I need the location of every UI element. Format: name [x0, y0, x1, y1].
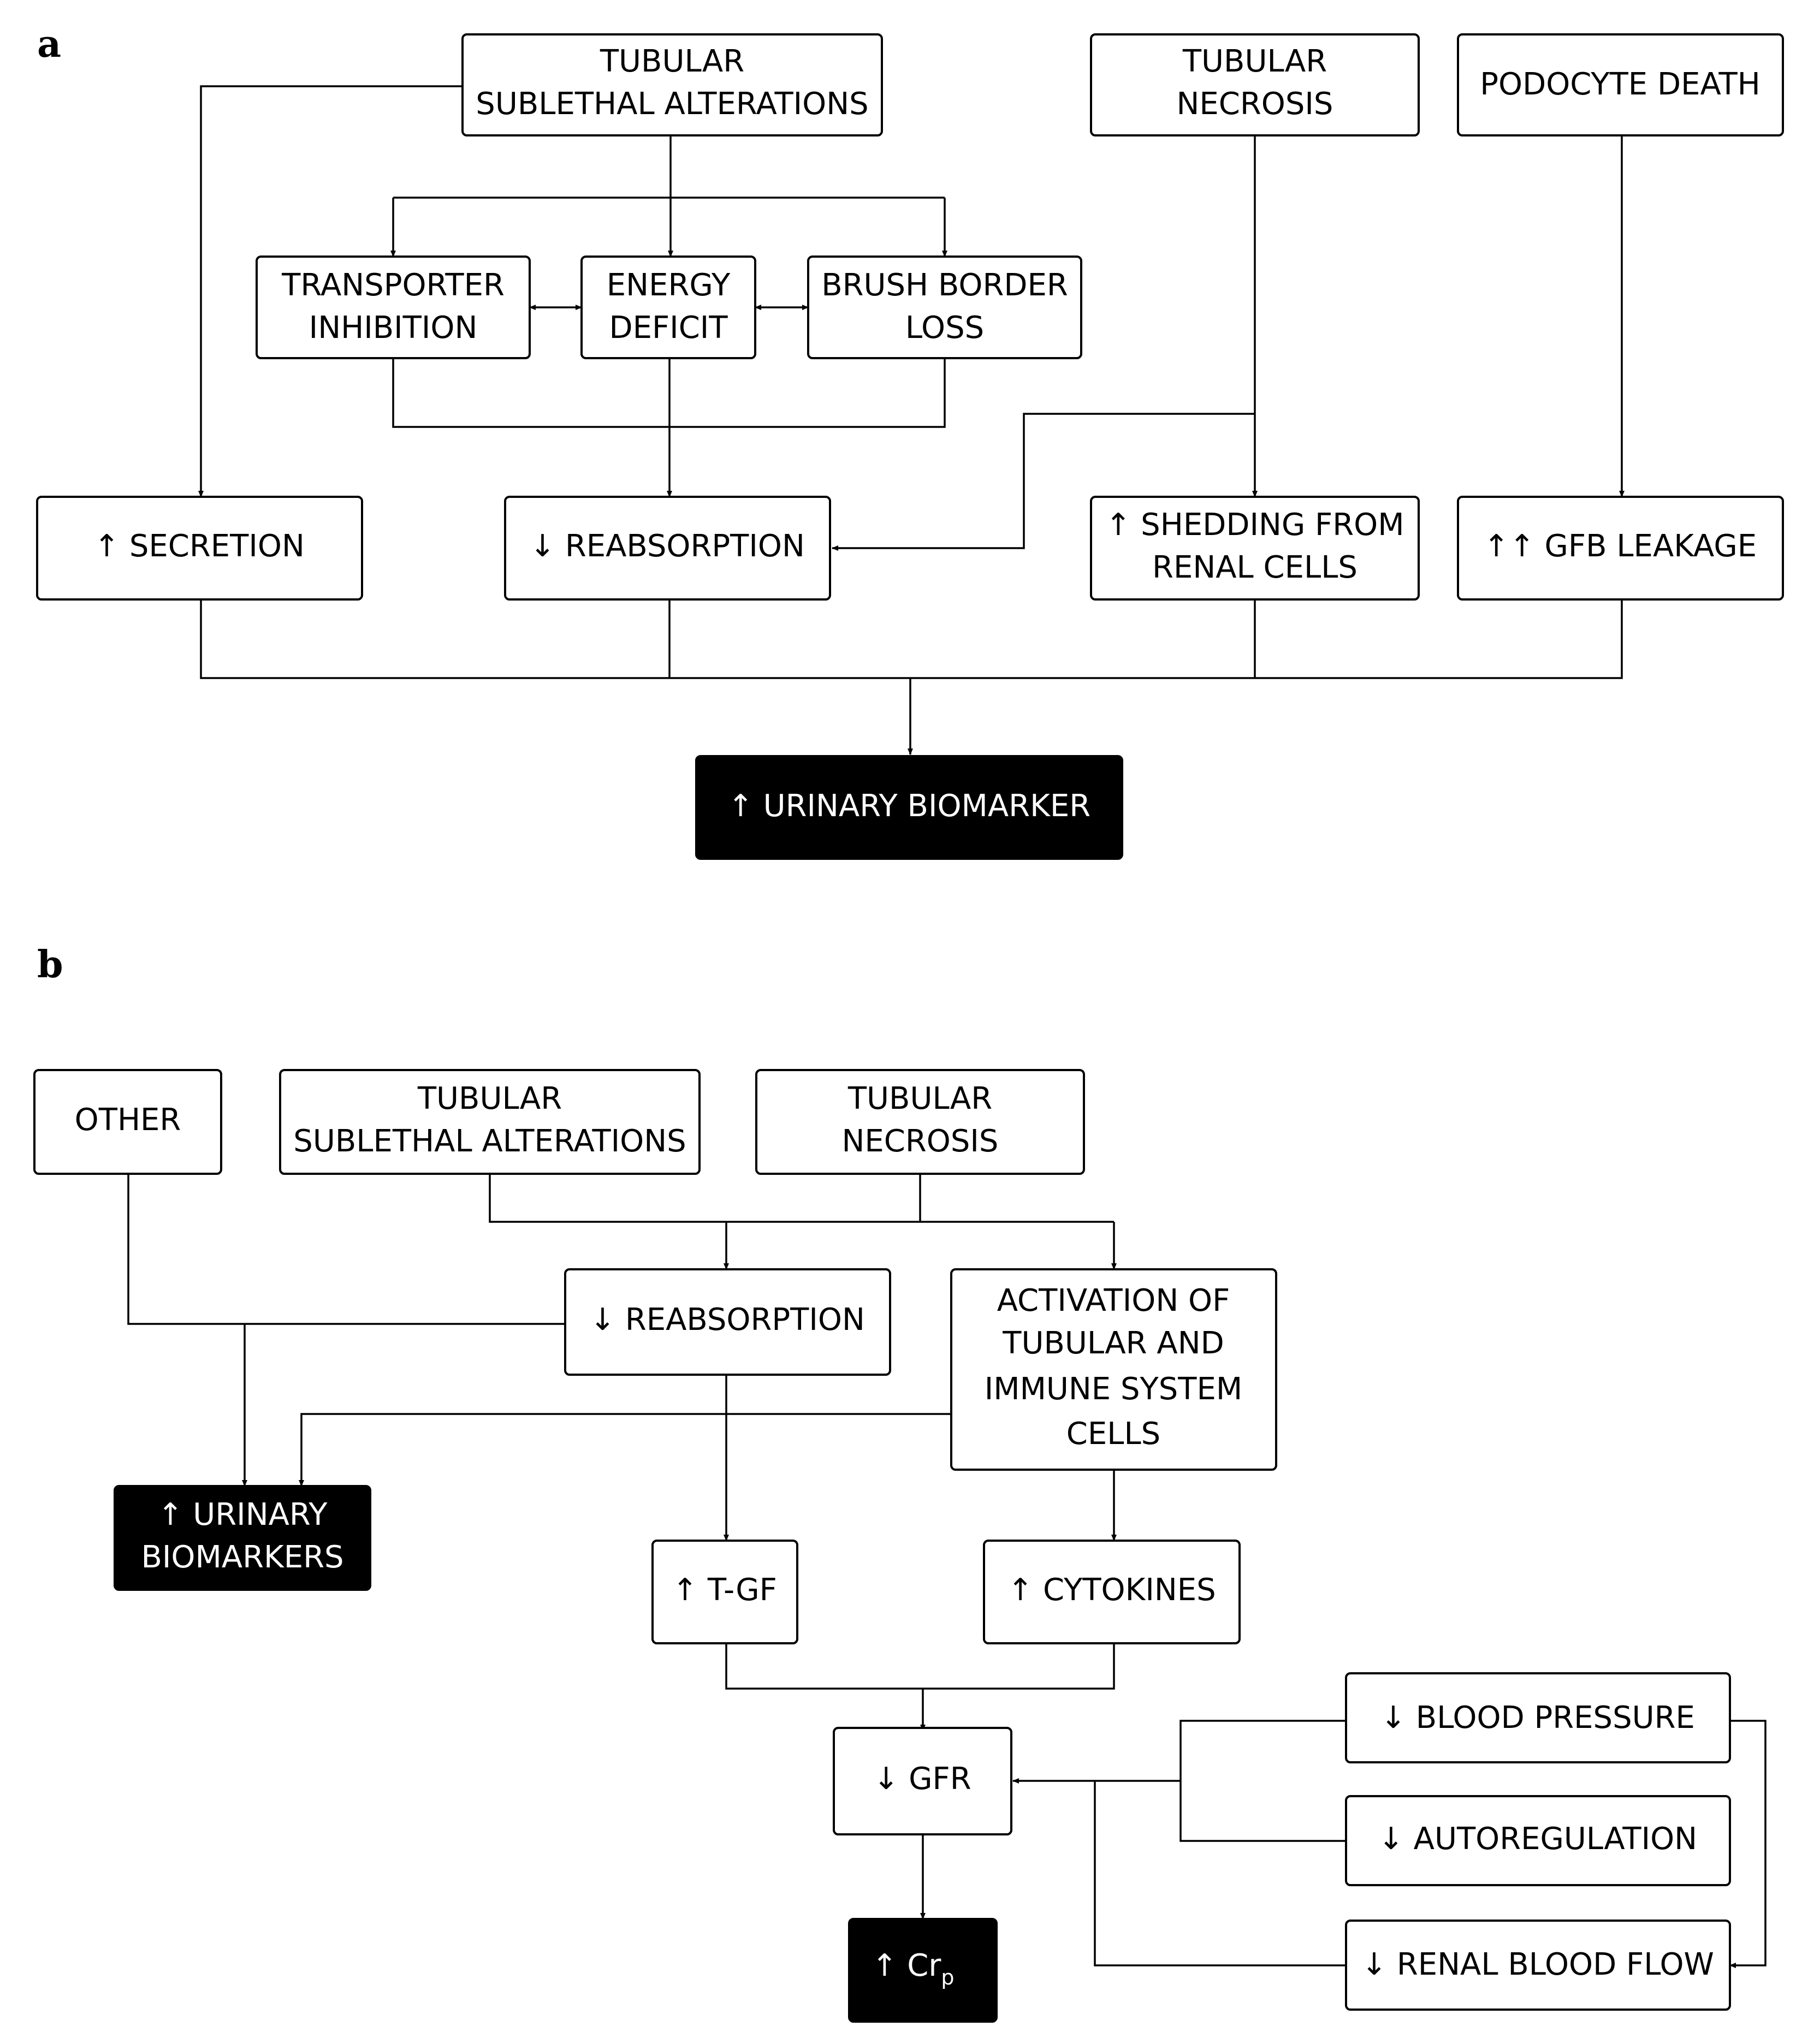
edge-other-to-urinary	[127, 1174, 565, 1325]
node-b-urinary-biomarkers: ↑ URINARY BIOMARKERS	[114, 1485, 371, 1591]
svg-text:↑ CYTOKINES: ↑ CYTOKINES	[1007, 1572, 1216, 1608]
edge-bottom-join	[200, 599, 1623, 679]
svg-text:TUBULAR: TUBULAR	[1182, 44, 1327, 79]
panel-a-label: a	[37, 22, 61, 66]
edge-rbf-to-gfr-line	[1094, 1781, 1346, 1966]
edge-tgf-cytokines-join	[725, 1643, 1115, 1690]
edge-bp-autoreg-bracket	[1179, 1720, 1346, 1842]
node-b-crp: ↑ Crp	[848, 1918, 998, 2023]
svg-text:PODOCYTE DEATH: PODOCYTE DEATH	[1480, 67, 1760, 102]
svg-text:↑ SECRETION: ↑ SECRETION	[94, 528, 305, 564]
node-a-tubular-sublethal: TUBULAR SUBLETHAL ALTERATIONS	[461, 33, 883, 136]
crp-main-text: ↑ Cr	[872, 1948, 942, 1983]
node-b-blood-pressure: ↓ BLOOD PRESSURE	[1345, 1672, 1731, 1763]
svg-text:TUBULAR: TUBULAR	[417, 1081, 562, 1116]
node-b-tubular-sublethal: TUBULAR SUBLETHAL ALTERATIONS	[279, 1069, 701, 1175]
node-a-tubular-necrosis: TUBULAR NECROSIS	[1090, 33, 1420, 136]
svg-text:↓ REABSORPTION: ↓ REABSORPTION	[530, 528, 805, 564]
svg-text:TRANSPORTER: TRANSPORTER	[281, 268, 505, 303]
svg-text:ENERGY: ENERGY	[607, 268, 731, 303]
svg-text:NECROSIS: NECROSIS	[1177, 86, 1333, 122]
svg-text:↓ BLOOD PRESSURE: ↓ BLOOD PRESSURE	[1380, 1700, 1695, 1736]
svg-text:TUBULAR AND: TUBULAR AND	[1002, 1326, 1224, 1361]
node-b-activation: ACTIVATION OF TUBULAR AND IMMUNE SYSTEM …	[950, 1268, 1277, 1471]
svg-text:↑ T-GF: ↑ T-GF	[672, 1572, 777, 1608]
svg-text:↓ RENAL BLOOD FLOW: ↓ RENAL BLOOD FLOW	[1361, 1947, 1714, 1982]
crp-subscript: p	[941, 1965, 954, 1989]
node-a-brush-border-loss: BRUSH BORDER LOSS	[807, 255, 1082, 359]
node-b-tgf: ↑ T-GF	[651, 1540, 798, 1644]
edge-bp-to-rbf	[1729, 1720, 1767, 1968]
edge-sublethal-necrosis-join	[489, 1174, 1114, 1223]
svg-text:LOSS: LOSS	[905, 310, 984, 346]
svg-text:↑ Crp: ↑ Crp	[872, 1948, 955, 1989]
svg-text:SUBLETHAL ALTERATIONS: SUBLETHAL ALTERATIONS	[476, 86, 868, 122]
svg-text:↓ REABSORPTION: ↓ REABSORPTION	[590, 1302, 865, 1338]
node-a-urinary-biomarker: ↑ URINARY BIOMARKER	[695, 755, 1123, 860]
svg-text:↓ AUTOREGULATION: ↓ AUTOREGULATION	[1378, 1821, 1697, 1857]
node-a-gfb-leakage: ↑↑ GFB LEAKAGE	[1457, 496, 1784, 601]
node-a-secretion: ↑ SECRETION	[36, 496, 363, 601]
svg-text:SUBLETHAL ALTERATIONS: SUBLETHAL ALTERATIONS	[293, 1124, 686, 1159]
node-a-reabsorption: ↓ REABSORPTION	[504, 496, 831, 601]
node-b-reabsorption: ↓ REABSORPTION	[564, 1268, 891, 1376]
node-b-gfr: ↓ GFR	[833, 1727, 1012, 1835]
svg-text:↑ URINARY BIOMARKER: ↑ URINARY BIOMARKER	[728, 788, 1090, 824]
svg-text:↑↑ GFB LEAKAGE: ↑↑ GFB LEAKAGE	[1484, 528, 1757, 564]
edge-necrosis-to-reabsorption	[832, 413, 1255, 551]
svg-text:DEFICIT: DEFICIT	[609, 310, 728, 346]
node-a-shedding: ↑ SHEDDING FROM RENAL CELLS	[1090, 496, 1420, 601]
svg-text:TUBULAR: TUBULAR	[600, 44, 744, 79]
edge-activation-to-urinary	[299, 1413, 951, 1487]
svg-text:BIOMARKERS: BIOMARKERS	[141, 1540, 343, 1575]
svg-text:CELLS: CELLS	[1066, 1416, 1160, 1452]
svg-text:TUBULAR: TUBULAR	[847, 1081, 992, 1116]
panel-b-label: b	[37, 943, 63, 987]
svg-text:BRUSH BORDER: BRUSH BORDER	[821, 268, 1068, 303]
svg-text:↑ URINARY: ↑ URINARY	[158, 1497, 328, 1532]
svg-text:↑ SHEDDING FROM: ↑ SHEDDING FROM	[1105, 507, 1404, 543]
svg-text:RENAL CELLS: RENAL CELLS	[1152, 550, 1358, 585]
edge-sublethal-to-secretion	[198, 85, 463, 497]
node-b-autoregulation: ↓ AUTOREGULATION	[1345, 1795, 1731, 1886]
svg-text:ACTIVATION OF: ACTIVATION OF	[997, 1283, 1230, 1318]
node-b-cytokines: ↑ CYTOKINES	[983, 1540, 1241, 1644]
node-b-other: OTHER	[33, 1069, 222, 1175]
svg-text:OTHER: OTHER	[75, 1102, 181, 1138]
panel-a-edges	[198, 85, 1625, 755]
node-a-podocyte-death: PODOCYTE DEATH	[1457, 33, 1784, 136]
node-b-renal-blood-flow: ↓ RENAL BLOOD FLOW	[1345, 1920, 1731, 2011]
node-a-energy-deficit: ENERGY DEFICIT	[580, 255, 756, 359]
node-b-tubular-necrosis: TUBULAR NECROSIS	[755, 1069, 1085, 1175]
svg-text:IMMUNE SYSTEM: IMMUNE SYSTEM	[985, 1371, 1242, 1407]
node-a-transporter-inhibition: TRANSPORTER INHIBITION	[256, 255, 531, 359]
svg-text:↓ GFR: ↓ GFR	[873, 1761, 971, 1797]
svg-text:INHIBITION: INHIBITION	[309, 310, 478, 346]
svg-text:NECROSIS: NECROSIS	[842, 1124, 999, 1159]
panel-b-edges	[127, 1174, 1767, 1968]
